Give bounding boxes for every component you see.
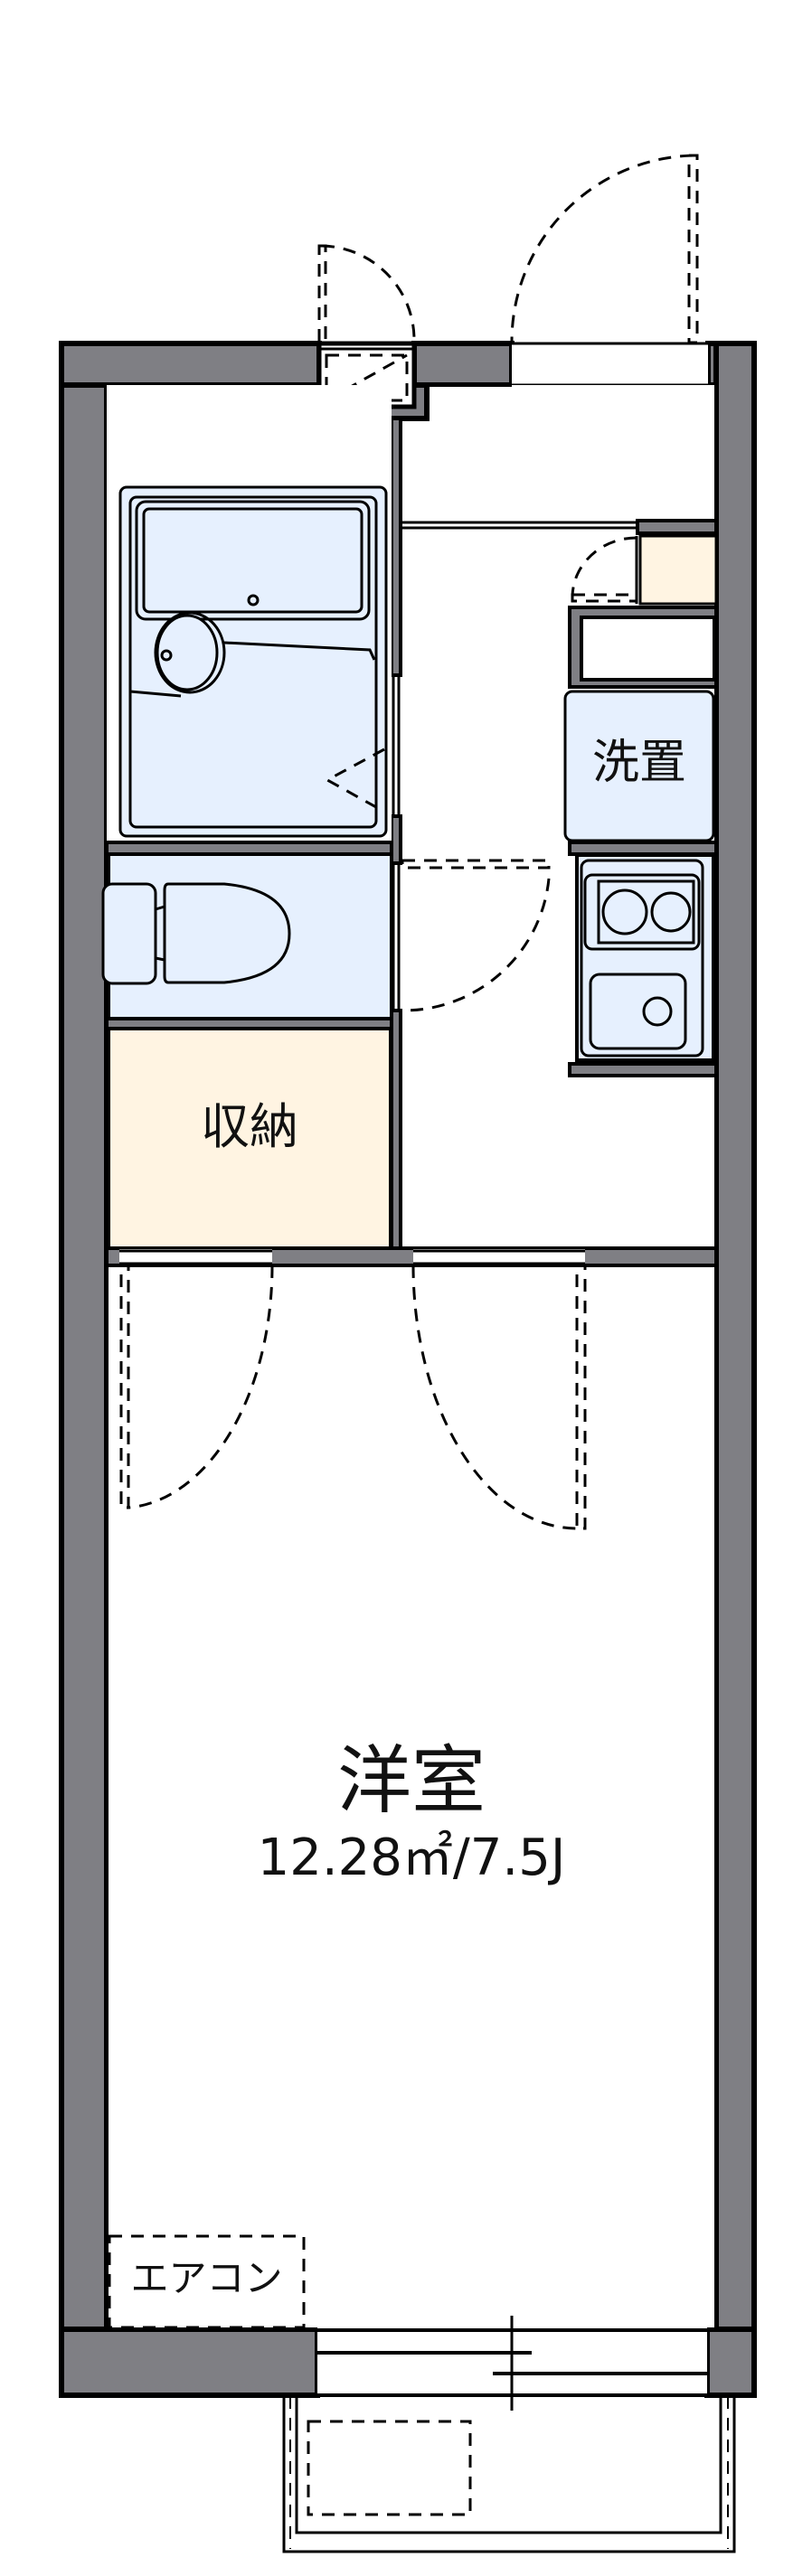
meter-box-door [317,244,416,343]
western-room-partition [105,1246,718,1530]
storage-closet [107,1027,392,1250]
kitchen [568,841,718,1077]
burner-icon [650,891,692,933]
western-room-label: 洋室 [336,1738,486,1824]
entrance-threshold [512,342,716,387]
entry-step [401,521,637,530]
aircon-label: エアコン [130,2256,283,2300]
shoe-cabinet [571,519,718,606]
toilet-room [101,852,551,1020]
entrance-door [510,154,699,344]
sink [589,973,687,1050]
outdoor-unit [307,2420,472,2516]
western-room-area: 12.28㎡/7.5J [257,1829,566,1887]
utility-box [568,606,718,689]
burner-icon [601,888,648,935]
aircon-box [108,2234,306,2329]
washer-label: 洗置 [591,736,686,790]
unit-bath [107,385,392,842]
window [317,2316,707,2411]
balcony [282,2396,736,2553]
storage-label: 収納 [201,1098,298,1155]
